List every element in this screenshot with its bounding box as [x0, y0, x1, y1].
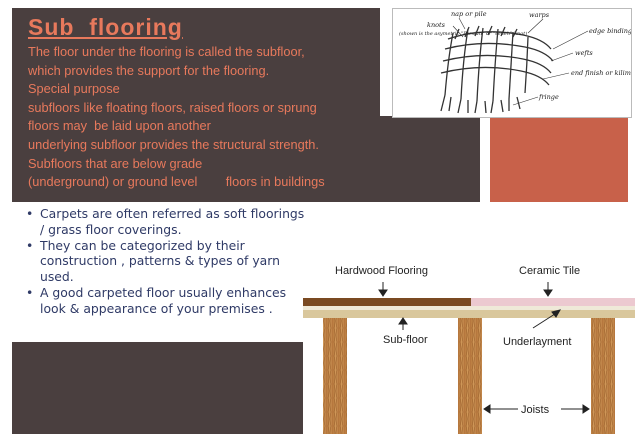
slide-dark-panel-bottom	[12, 342, 303, 434]
slide-dark-panel-right	[380, 116, 480, 202]
subfloor-layer	[303, 310, 635, 318]
bullet-dot-icon: •	[26, 237, 34, 253]
floor-cross-section-diagram: Hardwood Flooring Ceramic Tile Sub-floor…	[303, 258, 635, 438]
label-hardwood: Hardwood Flooring	[335, 265, 428, 277]
ceramic-layer	[471, 298, 635, 306]
rug-label-fringe: fringe	[538, 93, 559, 101]
label-arrows	[378, 282, 553, 297]
label-ceramic: Ceramic Tile	[519, 265, 580, 277]
paragraph-line: underlying subfloor provides the structu…	[28, 136, 319, 152]
label-subfloor: Sub-floor	[383, 334, 428, 346]
slide-title: Sub flooring	[28, 14, 183, 40]
joist	[591, 318, 615, 434]
bullet-item: •A good carpeted floor usually enhances …	[26, 284, 287, 316]
subfloor-paragraph: The floor under the flooring is called t…	[28, 43, 368, 192]
label-underlayment: Underlayment	[503, 336, 571, 348]
rug-label-warps: warps	[529, 11, 550, 19]
paragraph-line: which provides the support for the floor…	[28, 62, 270, 78]
joist	[323, 318, 347, 434]
paragraph-line: Subfloors that are below grade	[28, 155, 203, 171]
joist	[458, 318, 482, 434]
rug-label-wefts: wefts	[575, 49, 593, 57]
paragraph-line: The floor under the flooring is called t…	[28, 44, 305, 59]
floor-diagram-svg: Hardwood Flooring Ceramic Tile Sub-floor…	[303, 265, 635, 434]
rug-label-knots: knots	[427, 21, 446, 29]
underlayment-layer	[303, 306, 635, 310]
rug-label-nap: nap or pile	[451, 10, 487, 18]
bullet-dot-icon: •	[26, 206, 34, 221]
rug-label-knot-note: (shown is the asymetric "Persian" or "se…	[399, 30, 527, 37]
label-joists: Joists	[521, 404, 550, 416]
slide-dark-panel-top	[12, 8, 380, 202]
rug-label-edge-binding: edge binding	[589, 27, 631, 35]
bullet-item: •They can be categorized by their constr…	[26, 237, 281, 285]
bullet-item: •Carpets are often referred as soft floo…	[26, 206, 305, 237]
hardwood-layer	[303, 298, 471, 306]
paragraph-line: subfloors like floating floors, raised f…	[28, 99, 317, 115]
paragraph-line: (underground) or ground level floors in …	[28, 174, 325, 190]
rug-anatomy-diagram: nap or pile warps knots (shown is the as…	[392, 8, 632, 118]
paragraph-line: Special purpose	[28, 81, 120, 97]
carpet-bullets: •Carpets are often referred as soft floo…	[12, 202, 305, 342]
bullet-dot-icon: •	[26, 284, 34, 300]
paragraph-line: floors may be laid upon another	[28, 118, 211, 134]
rust-panel	[490, 116, 628, 202]
rug-illustration: nap or pile warps knots (shown is the as…	[399, 10, 632, 114]
rug-label-end-finish: end finish or kilim	[571, 69, 631, 77]
